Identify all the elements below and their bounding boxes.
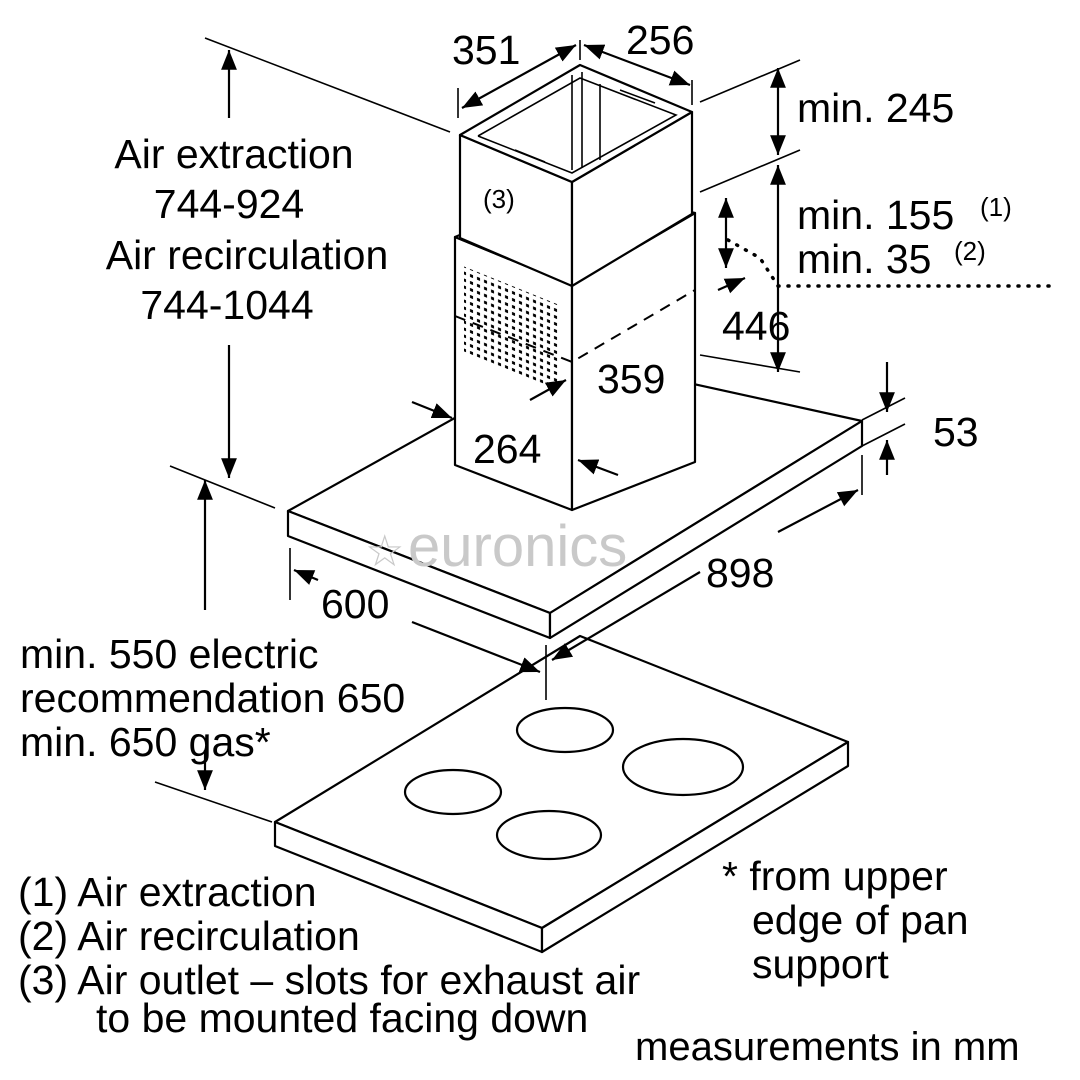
units-note: measurements in mm [635, 1025, 1020, 1069]
footnote-line-3: support [752, 941, 889, 987]
hob [273, 634, 850, 954]
burner-back [515, 706, 615, 754]
footnote-line-1: * from upper [722, 853, 948, 899]
dim-898: 898 [706, 550, 774, 596]
legend-item-2: (2) Air recirculation [18, 913, 360, 959]
text-labels: Air extraction 744-924 Air recirculation… [18, 17, 1020, 1069]
legend-item-1: (1) Air extraction [18, 869, 317, 915]
upper-chimney [458, 63, 694, 288]
recirculation-range: 744-1044 [140, 282, 313, 328]
clearance-line-3: min. 650 gas* [20, 719, 271, 765]
dim-min-155: min. 155 [797, 192, 954, 238]
dim-351: 351 [452, 27, 520, 73]
legend-item-3-continued: to be mounted facing down [96, 995, 588, 1041]
clearance-line-2: recommendation 650 [20, 675, 405, 721]
burner-right [621, 737, 745, 797]
dim-446: 446 [722, 303, 790, 349]
watermark-text: euronics [408, 514, 627, 579]
dim-min-35: min. 35 [797, 236, 931, 282]
dim-min-245: min. 245 [797, 85, 954, 131]
ref-1-superscript: (1) [980, 192, 1012, 222]
extraction-range: 744-924 [154, 181, 304, 227]
recirculation-title: Air recirculation [106, 232, 389, 278]
dimension-lines [154, 37, 1057, 823]
footnote-line-2: edge of pan [752, 897, 969, 943]
watermark: ☆ euronics [365, 514, 627, 579]
dim-264: 264 [473, 426, 541, 472]
extraction-title: Air extraction [114, 131, 353, 177]
star-icon: ☆ [365, 527, 404, 576]
ref-3-callout: (3) [483, 184, 515, 214]
dim-600: 600 [321, 581, 389, 627]
dim-53: 53 [933, 409, 979, 455]
dim-256: 256 [626, 17, 694, 63]
burner-left [403, 768, 503, 816]
burner-front [495, 809, 603, 861]
clearance-line-1: min. 550 electric [20, 631, 319, 677]
ref-2-superscript: (2) [954, 236, 986, 266]
dim-359: 359 [597, 356, 665, 402]
exhaust-slots [464, 266, 559, 390]
legend-item-3: (3) Air outlet – slots for exhaust air [18, 957, 640, 1003]
